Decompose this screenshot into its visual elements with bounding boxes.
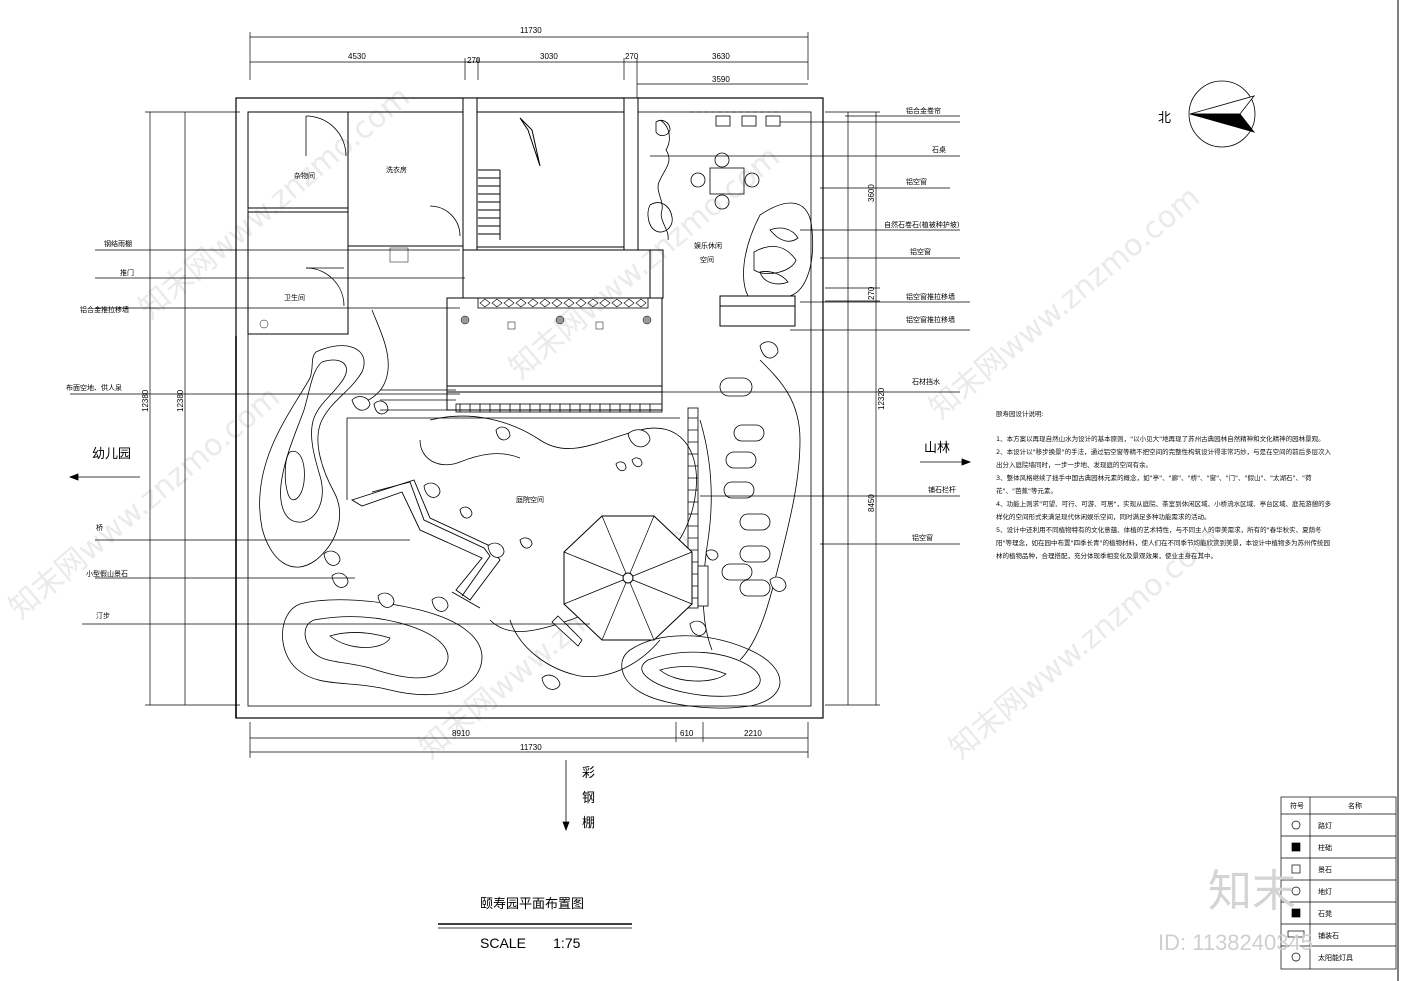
door-swings bbox=[305, 115, 461, 307]
legend-row: 石凳 bbox=[1318, 909, 1332, 918]
bottom-dimensions bbox=[249, 722, 809, 758]
site-boundary bbox=[235, 97, 824, 719]
right-label: 铝合金卷帘 bbox=[906, 106, 941, 115]
stepping-stones bbox=[719, 377, 771, 597]
dim-top-seg: 4530 bbox=[348, 52, 366, 61]
garden-paths bbox=[359, 309, 801, 678]
building-block bbox=[247, 97, 796, 411]
left-label: 桥 bbox=[96, 523, 103, 532]
lamp-markers bbox=[259, 247, 652, 330]
right-label: 石桌 bbox=[932, 145, 946, 154]
right-label: 铝空窗推拉移墙 bbox=[906, 292, 955, 301]
right-dimensions bbox=[825, 111, 880, 706]
north-arrow bbox=[1188, 80, 1256, 148]
notes-item: 4、功能上则求"可望、可行、可游、可居"，实现从庭院、茶室到休闲区域、小桥流水区… bbox=[996, 500, 1332, 521]
left-label: 铝合金推拉移墙 bbox=[80, 305, 129, 314]
legend-row: 景石 bbox=[1318, 866, 1332, 874]
dim-left-inner: 12380 bbox=[176, 389, 185, 412]
notes-item: 1、本方案以再现自然山水为设计的基本原则，"以小见大"地再现了苏州古典园林自然精… bbox=[996, 435, 1325, 443]
dim-bottom-seg: 8910 bbox=[452, 729, 470, 738]
left-label: 汀步 bbox=[96, 612, 110, 620]
tea-table-set bbox=[690, 111, 781, 210]
legend-row: 柱础 bbox=[1318, 843, 1332, 852]
watermark-text: 知末网www.znzmo.com bbox=[133, 80, 417, 326]
legend-row: 路灯 bbox=[1318, 821, 1332, 830]
watermark-text: 知末网www.znzmo.com bbox=[923, 180, 1207, 426]
legend-row: 铺装石 bbox=[1318, 931, 1339, 940]
shed-label: 钢 bbox=[582, 791, 595, 806]
notes-item: 3、整体风格继续了拙手中国古典园林元素的概念，如"亭"、"廊"、"桥"、"窗"、… bbox=[996, 474, 1312, 495]
id-watermark: ID: 1138240345 bbox=[1158, 930, 1313, 955]
dim-top-seg: 270 bbox=[625, 52, 639, 61]
patterned-paving bbox=[479, 298, 647, 308]
dim-top-total: 11730 bbox=[520, 26, 542, 35]
dim-right-outer: 12320 bbox=[877, 387, 886, 410]
ponds bbox=[259, 345, 781, 709]
design-notes: 颐寿园设计说明: 1、本方案以再现自然山水为设计的基本原则，"以小见大"地再现了… bbox=[996, 408, 1336, 563]
dim-right-mid: 270 bbox=[867, 286, 876, 300]
dim-bottom-seg: 610 bbox=[680, 729, 694, 738]
notes-item: 2、本设计以"移步换景"的手法，通过铝空窗等精不把空间的完整性构筑设计得非常巧妙… bbox=[996, 448, 1332, 469]
drawing-scale: SCALE 1:75 bbox=[480, 935, 581, 951]
left-label: 小型假山景石 bbox=[86, 569, 128, 578]
room-label-laundry: 洗衣房 bbox=[386, 165, 407, 174]
railing bbox=[346, 389, 699, 609]
room-label-leisure-2: 空间 bbox=[700, 255, 714, 264]
rock-clusters bbox=[323, 341, 787, 690]
left-label: 推门 bbox=[120, 268, 134, 277]
room-label-courtyard: 庭院空间 bbox=[516, 495, 544, 504]
right-label: 铝空窗 bbox=[912, 533, 933, 542]
legend-header: 名称 bbox=[1348, 801, 1362, 810]
legend-row: 太阳能灯具 bbox=[1318, 953, 1353, 962]
room-label-leisure: 娱乐休闲 bbox=[694, 241, 722, 250]
legend-table bbox=[1280, 796, 1397, 970]
direction-arrows bbox=[68, 458, 972, 832]
dim-right-upper: 3600 bbox=[867, 184, 876, 202]
right-label: 石材挡水 bbox=[912, 377, 940, 386]
room-label-toilet: 卫生间 bbox=[284, 293, 305, 302]
dim-top-seg: 3030 bbox=[540, 52, 558, 61]
watermark-text: 知末网www.znzmo.com bbox=[3, 380, 287, 626]
right-leaders bbox=[650, 115, 970, 545]
notes-heading: 颐寿园设计说明: bbox=[996, 410, 1044, 418]
legend-row: 地灯 bbox=[1318, 887, 1332, 896]
legend-header: 符号 bbox=[1290, 801, 1304, 810]
notes-item: 5、设计中还利用不同植物特有的文化意蕴、体植的艺术特性，与不同主人的审美需求，所… bbox=[996, 526, 1330, 560]
left-label: 布面空地、供人泉 bbox=[66, 383, 122, 392]
dim-top-seg: 270 bbox=[467, 56, 481, 65]
rockery bbox=[647, 119, 814, 297]
top-dimensions bbox=[249, 32, 809, 100]
dim-top-sub: 3590 bbox=[712, 75, 730, 84]
dim-bottom-total: 11730 bbox=[520, 743, 542, 752]
bridge bbox=[350, 479, 501, 609]
octagonal-pavilion bbox=[551, 515, 709, 647]
room-label-storage: 杂物间 bbox=[294, 171, 315, 180]
left-dimensions bbox=[145, 111, 240, 706]
dim-left-outer: 12380 bbox=[141, 389, 150, 412]
north-label: 北 bbox=[1158, 111, 1171, 126]
right-label: 铝空窗推拉移墙 bbox=[906, 315, 955, 324]
dim-top-seg: 3630 bbox=[712, 52, 730, 61]
left-leaders bbox=[70, 249, 590, 625]
dim-right-lower: 8450 bbox=[867, 494, 876, 512]
forest-label: 山林 bbox=[924, 441, 950, 456]
right-label: 铝空窗 bbox=[910, 247, 931, 256]
right-label: 铺石栏杆 bbox=[928, 485, 956, 494]
kindergarten-label: 幼儿园 bbox=[92, 447, 131, 462]
right-label: 铝空窗 bbox=[906, 177, 927, 186]
drawing-title: 颐寿园平面布置图 bbox=[480, 897, 584, 912]
right-label: 自然石卷石(植被种护坡) bbox=[884, 220, 960, 229]
dim-bottom-seg: 2210 bbox=[744, 729, 762, 738]
shed-label: 棚 bbox=[582, 816, 595, 831]
left-label: 钢结雨棚 bbox=[104, 239, 132, 248]
shed-label: 彩 bbox=[582, 766, 595, 781]
brand-watermark: 知末 bbox=[1208, 866, 1296, 917]
